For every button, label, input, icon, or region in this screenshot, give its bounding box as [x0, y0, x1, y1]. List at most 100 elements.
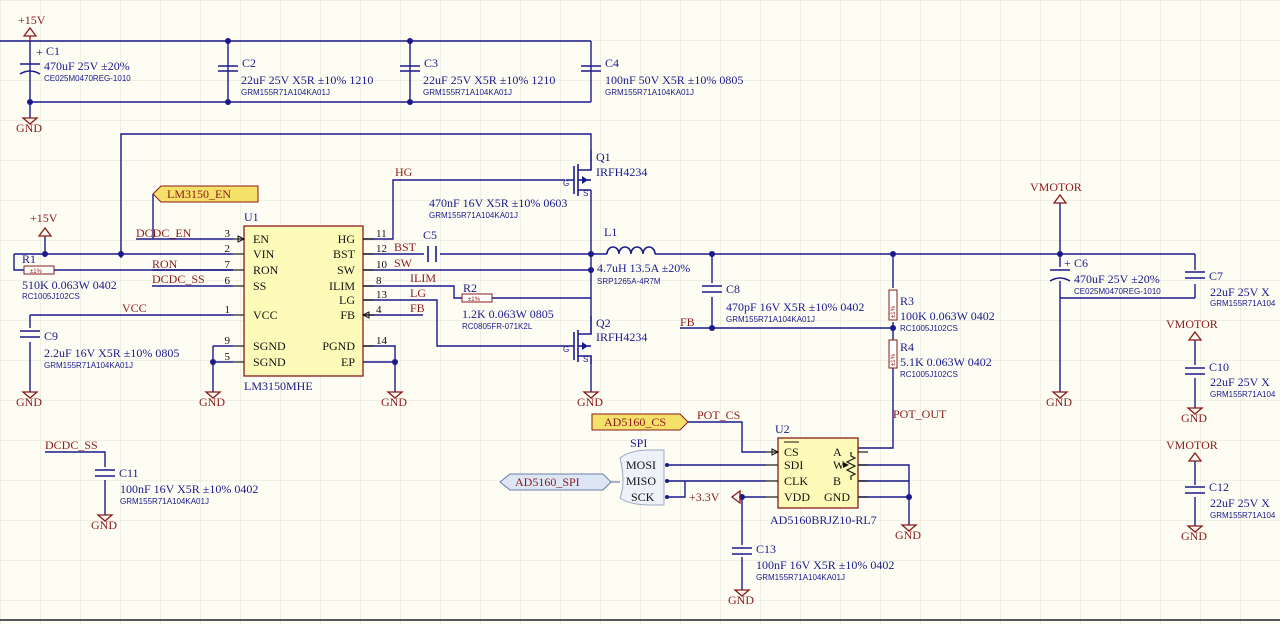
- inductor-l1[interactable]: L1 4.7uH 13.5A ±20% SRP1265A-4R7M: [597, 225, 690, 286]
- u2-pin-w[interactable]: W: [833, 458, 868, 472]
- svg-text:LM3150MHE: LM3150MHE: [244, 379, 313, 393]
- svg-text:GND: GND: [199, 395, 225, 409]
- capacitor-c4[interactable]: C4 100nF 50V X5R ±10% 0805 GRM155R71A104…: [581, 56, 743, 97]
- capacitor-c9[interactable]: C9 2.2uF 16V X5R ±10% 0805 GRM155R71A104…: [20, 329, 179, 370]
- pwr-15v-top[interactable]: +15V: [18, 13, 46, 41]
- svg-text:U2: U2: [775, 422, 790, 436]
- capacitor-c13[interactable]: C13 100nF 16V X5R ±10% 0402 GRM155R71A10…: [732, 542, 894, 582]
- mosfet-q2[interactable]: Q2 IRFH4234 G S: [563, 316, 647, 364]
- pwr-15v-r1[interactable]: +15V: [30, 211, 58, 237]
- pwr-vmotor-c12[interactable]: VMOTOR: [1166, 438, 1218, 462]
- resistor-r1[interactable]: ±1% R1 510K 0.063W 0402 RC1005J102CS: [22, 252, 117, 301]
- svg-text:IRFH4234: IRFH4234: [596, 165, 647, 179]
- svg-text:U1: U1: [244, 210, 259, 224]
- capacitor-c2[interactable]: C2 22uF 25V X5R ±10% 1210 GRM155R71A104K…: [218, 56, 373, 97]
- capacitor-c8[interactable]: C8 470pF 16V X5R ±10% 0402 GRM155R71A104…: [702, 282, 864, 324]
- capacitor-c11[interactable]: C11 100nF 16V X5R ±10% 0402 GRM155R71A10…: [95, 466, 258, 506]
- pin-number: 9: [225, 335, 231, 347]
- svg-text:C12: C12: [1209, 480, 1229, 494]
- svg-text:GRM155R71A104KA01J: GRM155R71A104KA01J: [423, 88, 512, 97]
- capacitor-c1[interactable]: + C1 470uF 25V ±20% CE025M0470REG-1010: [19, 44, 131, 83]
- port-ad5160-cs[interactable]: AD5160_CS: [591, 413, 689, 431]
- capacitor-c6[interactable]: + C6 470uF 25V ±20% CE025M0470REG-1010: [1049, 256, 1161, 296]
- resistor-r4[interactable]: ±1% R4 5.1K 0.063W 0402 RC1005J102CS: [888, 339, 992, 379]
- svg-text:GRM155R71A104KA01J: GRM155R71A104KA01J: [605, 88, 694, 97]
- svg-text:GRM155R71A104KA01J: GRM155R71A104KA01J: [726, 315, 815, 324]
- pin-number: 12: [376, 243, 387, 255]
- u2-pin-gnd[interactable]: GND: [824, 490, 868, 504]
- svg-text:22uF 25V X5R ±10% 1210: 22uF 25V X5R ±10% 1210: [423, 73, 555, 87]
- svg-text:AD5160_CS: AD5160_CS: [604, 415, 666, 429]
- resistor-r3[interactable]: ±1% R3 100K 0.063W 0402 RC1005J102CS: [888, 289, 995, 333]
- u2-pin-clk[interactable]: CLK: [766, 474, 808, 488]
- pin-number: 2: [225, 243, 231, 255]
- pin-name: CLK: [784, 474, 808, 488]
- svg-text:R4: R4: [900, 340, 914, 354]
- pin-name: SGND: [253, 339, 286, 353]
- pin-number: 4: [376, 304, 382, 316]
- pin-name: ILIM: [329, 279, 355, 293]
- svg-text:RC1005J102CS: RC1005J102CS: [900, 370, 958, 379]
- svg-text:GRM155R71A104KA01J: GRM155R71A104KA01J: [241, 88, 330, 97]
- pwr-vmotor-c10[interactable]: VMOTOR: [1166, 317, 1218, 341]
- pin-name: VDD: [784, 490, 810, 504]
- pwr-3v3[interactable]: +3.3V: [689, 489, 741, 505]
- svg-text:VCC: VCC: [122, 301, 147, 315]
- pin-name: GND: [824, 490, 850, 504]
- spi-harness[interactable]: SPI MOSI MISO SCK: [611, 436, 669, 506]
- capacitor-c5[interactable]: C5 470nF 16V X5R ±10% 0603 GRM155R71A104…: [423, 196, 567, 262]
- u2-pin-a[interactable]: A: [833, 445, 868, 459]
- u1-pin-lg[interactable]: 13 LG: [339, 289, 388, 307]
- u2-pin-cs[interactable]: CS: [766, 445, 799, 459]
- capacitor-c12[interactable]: C12 22uF 25V X GRM155R71A104: [1185, 480, 1276, 520]
- svg-text:RC1005J102CS: RC1005J102CS: [22, 292, 80, 301]
- svg-text:S: S: [583, 189, 588, 198]
- pin-name: LG: [339, 293, 355, 307]
- u1-pin-ep[interactable]: EP: [341, 355, 355, 369]
- svg-text:LG: LG: [410, 286, 426, 300]
- svg-text:100K 0.063W 0402: 100K 0.063W 0402: [900, 309, 995, 323]
- mosfet-q1[interactable]: Q1 IRFH4234 G S: [563, 150, 647, 198]
- svg-text:GND: GND: [577, 395, 603, 409]
- u2-pin-vdd[interactable]: VDD: [766, 490, 810, 504]
- port-ad5160-spi[interactable]: AD5160_SPI: [499, 473, 612, 491]
- pin-number: 14: [376, 335, 388, 347]
- pwr-vmotor-c6[interactable]: VMOTOR: [1030, 180, 1082, 204]
- svg-text:C8: C8: [726, 282, 740, 296]
- net-labels: DCDC_EN RON DCDC_SS VCC HG BST SW ILIM L…: [45, 165, 947, 452]
- ground-symbols: GND GND GND GND GND GND GND GND GND GND …: [16, 117, 1207, 607]
- svg-text:C1: C1: [46, 44, 60, 58]
- svg-text:POT_CS: POT_CS: [697, 408, 740, 422]
- capacitor-c10[interactable]: C10 22uF 25V X GRM155R71A104: [1185, 360, 1276, 399]
- svg-text:FB: FB: [680, 315, 695, 329]
- svg-text:VMOTOR: VMOTOR: [1166, 317, 1218, 331]
- u2-pin-sdi[interactable]: SDI: [766, 458, 803, 472]
- pin-number: 13: [376, 289, 388, 301]
- capacitor-c7[interactable]: C7 22uF 25V X GRM155R71A104: [1185, 269, 1276, 308]
- port-lm3150-en[interactable]: LM3150_EN: [152, 185, 259, 203]
- u1-pin-sgnd[interactable]: 9 SGND: [225, 335, 287, 353]
- resistor-r2[interactable]: ±1% R2 1.2K 0.063W 0805 RC0805FR-071K2L: [461, 281, 554, 331]
- svg-text:ILIM: ILIM: [410, 271, 436, 285]
- u1-pin-fb[interactable]: 4FB: [340, 304, 382, 322]
- svg-text:DCDC_SS: DCDC_SS: [45, 438, 98, 452]
- svg-text:470nF 16V X5R ±10% 0603: 470nF 16V X5R ±10% 0603: [429, 196, 567, 210]
- svg-text:GND: GND: [91, 518, 117, 532]
- capacitor-c3[interactable]: C3 22uF 25V X5R ±10% 1210 GRM155R71A104K…: [400, 56, 555, 97]
- u2-pin-b[interactable]: B: [833, 474, 868, 488]
